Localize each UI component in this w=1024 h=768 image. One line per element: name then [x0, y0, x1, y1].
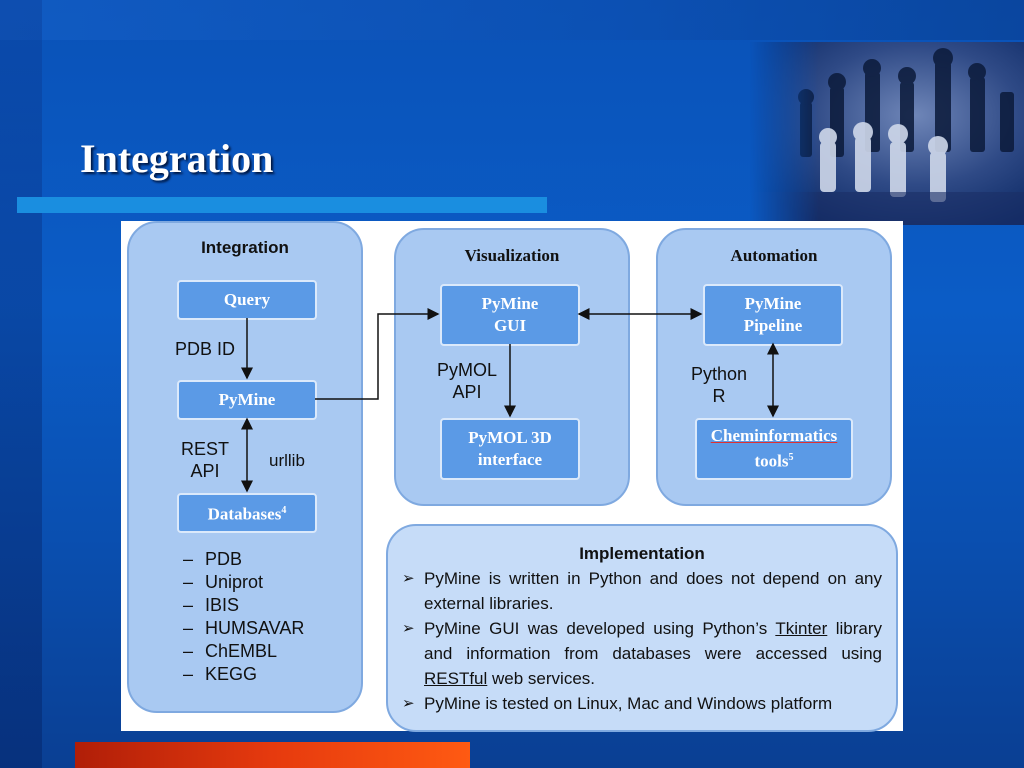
implementation-bullet: PyMine is written in Python and does not… — [402, 566, 882, 616]
pymine-gui-node: PyMine GUI — [440, 284, 580, 346]
database-item: HUMSAVAR — [183, 617, 304, 640]
top-band — [0, 0, 1024, 40]
pymol-3d-node: PyMOL 3D interface — [440, 418, 580, 480]
cheminformatics-node: Cheminformatics tools5 — [695, 418, 853, 480]
query-node: Query — [177, 280, 317, 320]
automation-panel-title: Automation — [730, 246, 818, 265]
python-r-label: Python R — [691, 364, 748, 406]
database-item: PDB — [183, 548, 304, 571]
database-list: PDB Uniprot IBIS HUMSAVAR ChEMBL KEGG — [183, 548, 304, 686]
implementation-bullet: PyMine is tested on Linux, Mac and Windo… — [402, 691, 882, 716]
pymine-node: PyMine — [177, 380, 317, 420]
visualization-panel-title: Visualization — [464, 246, 560, 265]
database-item: IBIS — [183, 594, 304, 617]
database-item: KEGG — [183, 663, 304, 686]
implementation-panel: Implementation PyMine is written in Pyth… — [386, 524, 898, 732]
left-strip — [0, 0, 42, 768]
database-item: Uniprot — [183, 571, 304, 594]
urllib-label: urllib — [269, 451, 305, 470]
pymol-api-label: PyMOL API — [437, 360, 498, 402]
pdb-id-label: PDB ID — [175, 339, 236, 359]
accent-bar — [75, 742, 470, 768]
implementation-bullets: PyMine is written in Python and does not… — [402, 566, 882, 716]
slide-title: Integration — [80, 136, 274, 181]
database-item: ChEMBL — [183, 640, 304, 663]
rest-api-label: REST API — [181, 439, 230, 481]
implementation-title: Implementation — [579, 544, 705, 563]
title-underline — [17, 197, 547, 213]
pymine-pipeline-node: PyMine Pipeline — [703, 284, 843, 346]
implementation-bullet: PyMine GUI was developed using Python’s … — [402, 616, 882, 691]
databases-node: Databases4 — [177, 493, 317, 533]
integration-diagram: Integration Visualization Automation Imp… — [121, 221, 903, 732]
integration-panel-title: Integration — [201, 238, 289, 257]
chess-photo — [750, 42, 1024, 225]
